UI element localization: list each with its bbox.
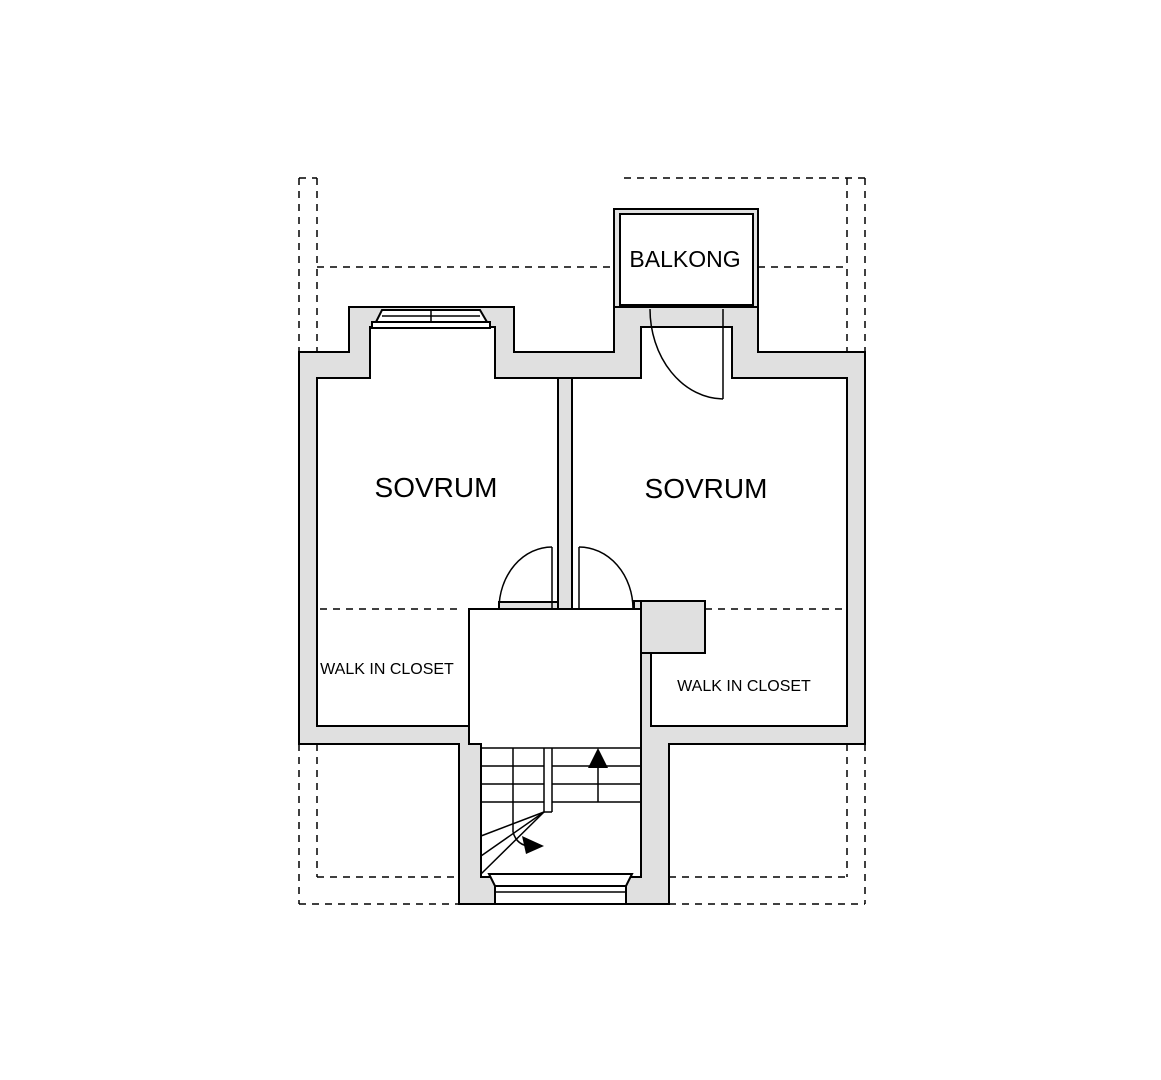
balcony <box>613 208 759 310</box>
closet-right-label: WALK IN CLOSET <box>677 678 811 695</box>
arrow-up-icon <box>588 748 608 768</box>
window-top <box>371 309 491 329</box>
interior-floor <box>316 326 848 878</box>
bedroom-left-label: SOVRUM <box>375 472 498 503</box>
partition-wall <box>557 377 573 610</box>
bedroom-right-label: SOVRUM <box>645 473 768 504</box>
arrow-right-icon <box>522 836 544 854</box>
balcony-label: BALKONG <box>629 246 740 272</box>
balcony-door <box>649 308 724 400</box>
window-bottom <box>487 873 634 905</box>
bedroom-doors <box>498 546 634 610</box>
closet-left-label: WALK IN CLOSET <box>320 661 454 678</box>
roof-outline <box>298 177 866 905</box>
staircase <box>480 747 641 875</box>
